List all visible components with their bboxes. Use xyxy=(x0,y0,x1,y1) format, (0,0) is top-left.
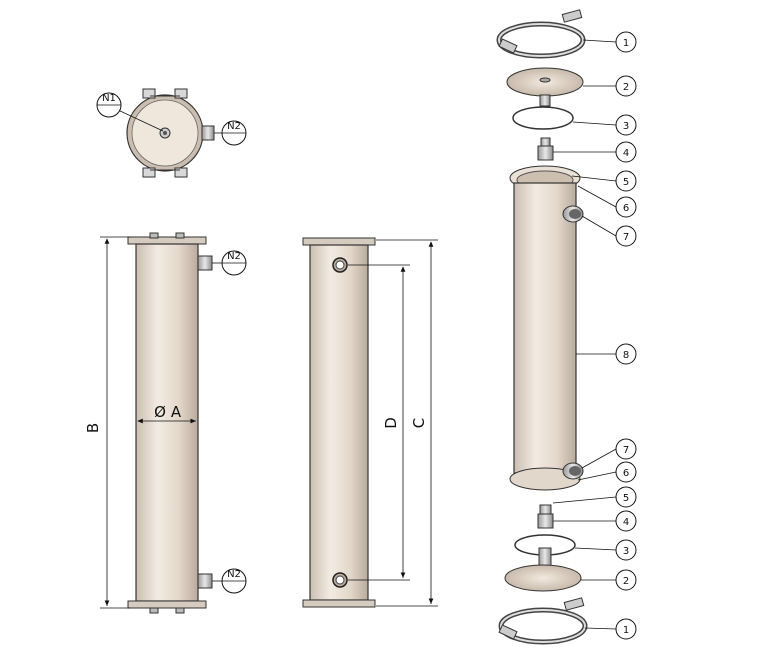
part-balloon-7-top: 7 xyxy=(581,215,637,247)
side-view xyxy=(302,237,376,608)
svg-text:6: 6 xyxy=(623,468,629,479)
svg-text:3: 3 xyxy=(623,546,629,557)
nozzle-n2-bubble-upper: N2 xyxy=(212,250,247,276)
svg-text:6: 6 xyxy=(623,203,629,214)
svg-text:8: 8 xyxy=(623,350,629,361)
nozzle-n2-bubble-lower: N2 xyxy=(212,568,247,594)
n1-label: N1 xyxy=(102,93,116,104)
exploded-view xyxy=(496,9,588,645)
part-balloon-4-top: 4 xyxy=(553,141,637,163)
part-balloon-8: 8 xyxy=(576,343,637,365)
svg-text:2: 2 xyxy=(623,82,629,93)
part-balloon-3-top: 3 xyxy=(572,114,637,136)
svg-text:7: 7 xyxy=(623,445,629,456)
svg-text:7: 7 xyxy=(623,232,629,243)
svg-text:3: 3 xyxy=(623,121,629,132)
front-view xyxy=(127,232,213,614)
part-balloon-5-bottom: 5 xyxy=(552,486,637,508)
svg-text:4: 4 xyxy=(623,517,629,528)
dimension-c: C xyxy=(376,239,438,607)
part-balloon-7-bottom: 7 xyxy=(581,438,637,469)
part-balloon-6-top: 6 xyxy=(577,185,637,218)
nozzle-n1-bubble: N1 xyxy=(96,92,164,132)
part-balloon-2-bottom: 2 xyxy=(581,569,637,591)
part-balloon-1-top: 1 xyxy=(582,31,637,53)
part-balloon-4-bottom: 4 xyxy=(553,510,637,532)
svg-text:5: 5 xyxy=(623,493,629,504)
dimension-d: D xyxy=(348,264,410,581)
svg-text:1: 1 xyxy=(623,625,629,636)
dim-a-symbol: Ø xyxy=(154,403,166,421)
n2-label-lower: N2 xyxy=(227,569,241,580)
part-balloon-2-top: 2 xyxy=(583,75,637,97)
n2-label: N2 xyxy=(227,121,241,132)
svg-text:1: 1 xyxy=(623,38,629,49)
dimension-b: B xyxy=(84,236,130,609)
svg-text:2: 2 xyxy=(623,576,629,587)
dim-a-label: A xyxy=(171,403,182,421)
svg-text:5: 5 xyxy=(623,177,629,188)
svg-text:4: 4 xyxy=(623,148,629,159)
part-balloon-6-bottom: 6 xyxy=(577,461,637,483)
dim-d-label: D xyxy=(382,417,400,429)
part-balloon-3-bottom: 3 xyxy=(574,539,637,561)
dimension-a: Ø A xyxy=(137,403,196,424)
nozzle-n2-bubble-top: N2 xyxy=(214,120,247,146)
part-balloon-1-bottom: 1 xyxy=(584,618,637,640)
top-view xyxy=(126,88,215,178)
dim-c-label: C xyxy=(410,418,428,428)
n2-label-upper: N2 xyxy=(227,251,241,262)
part-balloon-5-top: 5 xyxy=(571,170,637,192)
dim-b-label: B xyxy=(84,423,102,433)
